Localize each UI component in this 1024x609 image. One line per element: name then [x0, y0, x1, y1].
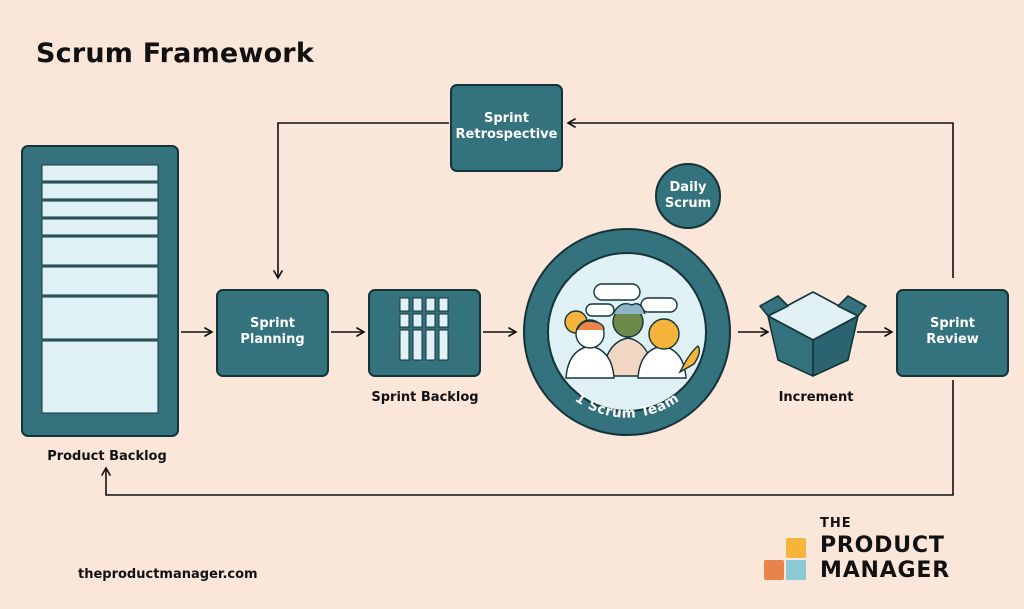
sprint-retrospective-label: Sprint Retrospective [451, 111, 562, 143]
sprint-planning-box [216, 289, 329, 377]
increment-label: Increment [778, 390, 854, 405]
sprint-planning-line1: Sprint [249, 316, 295, 331]
logo-product: PRODUCT [820, 533, 945, 558]
backlog-item [41, 296, 159, 340]
backlog-item [41, 236, 159, 266]
sprint-review-box [896, 289, 1009, 377]
kanban-grid-icon [399, 297, 449, 361]
sprint-review-line1: Sprint [929, 316, 975, 331]
scrum-team-ring: 1 Scrum Team [523, 228, 731, 436]
logo-manager: MANAGER [820, 558, 950, 583]
product-manager-logo-mark [764, 538, 806, 580]
people-with-speech-bubbles-icon [564, 283, 701, 379]
connector-arrows [101, 118, 954, 496]
backlog-item [41, 200, 159, 218]
sprint-planning-line2: Planning [240, 332, 305, 347]
backlog-item [41, 266, 159, 296]
sprint-planning-label: Sprint Planning [217, 316, 328, 348]
sprint-backlog-label: Sprint Backlog [371, 390, 479, 405]
logo-the: THE [820, 516, 852, 531]
sprint-retrospective-line2: Retrospective [455, 127, 558, 142]
page-title: Scrum Framework [36, 38, 314, 69]
product-backlog-box [21, 145, 179, 437]
footer-url: theproductmanager.com [78, 567, 258, 582]
backlog-item [41, 182, 159, 200]
arrow-retrospective-to-planning [273, 122, 449, 280]
daily-scrum-line2: Scrum [664, 196, 712, 211]
sprint-retrospective-line1: Sprint [483, 111, 529, 126]
backlog-item [41, 218, 159, 236]
backlog-item [41, 164, 159, 182]
sprint-backlog-box [368, 289, 481, 377]
sprint-retrospective-box [450, 84, 563, 172]
sprint-review-line2: Review [926, 332, 979, 347]
arrow-review-to-retrospective [566, 118, 954, 278]
daily-scrum-circle [655, 163, 721, 229]
daily-scrum-line1: Daily [669, 180, 707, 195]
daily-scrum-label: Daily Scrum [656, 180, 720, 212]
product-backlog-label: Product Backlog [47, 449, 167, 464]
arrow-review-to-product-backlog [101, 380, 954, 496]
sprint-review-label: Sprint Review [897, 316, 1008, 348]
backlog-item [41, 340, 159, 414]
open-box-icon [759, 291, 867, 377]
